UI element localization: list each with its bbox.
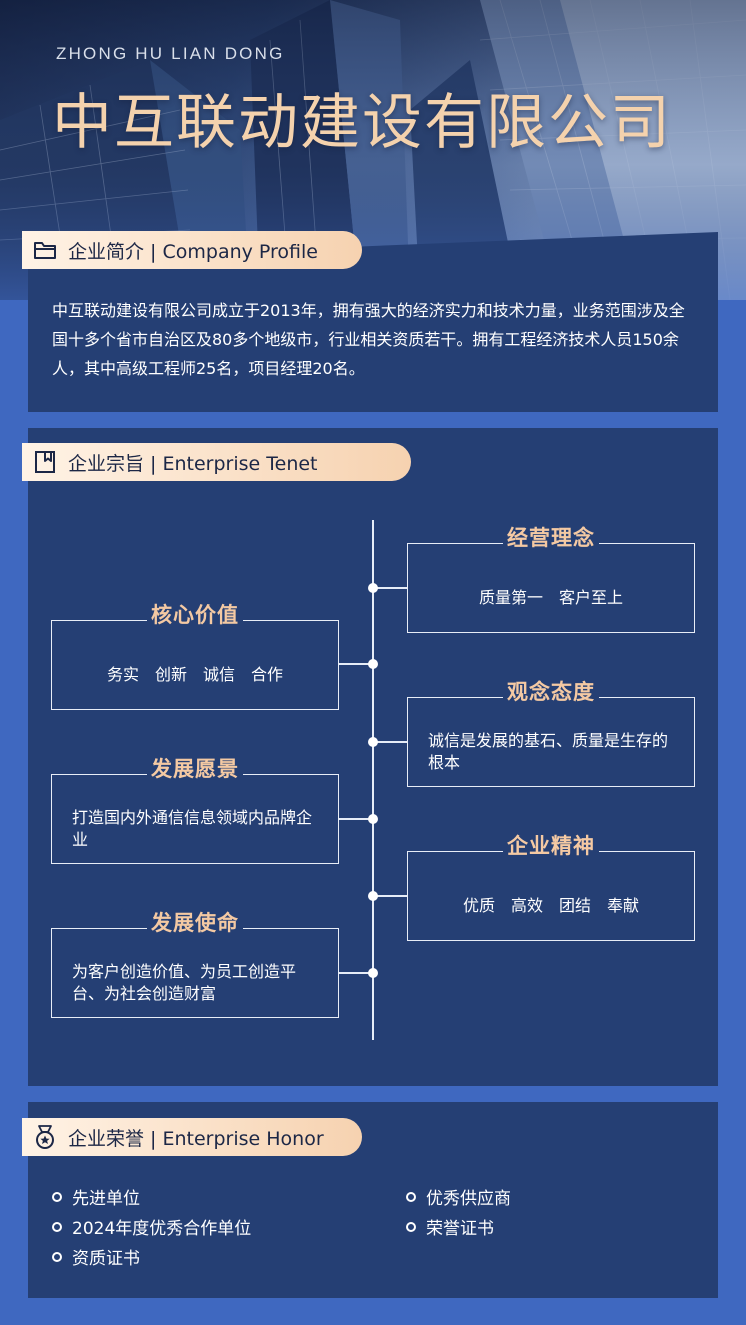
bookmark-icon <box>32 449 58 475</box>
honor-item-label: 荣誉证书 <box>426 1219 494 1239</box>
card-text: 质量第一 客户至上 <box>478 588 623 607</box>
honor-item-label: 优秀供应商 <box>426 1189 511 1209</box>
profile-section-tag: 企业简介 | Company Profile <box>22 231 362 269</box>
timeline-dot <box>368 583 378 593</box>
card-attitude: 观念态度 诚信是发展的基石、质量是生存的根本 <box>407 681 695 787</box>
card-title: 核心价值 <box>147 604 243 626</box>
folder-icon <box>32 237 58 263</box>
card-title: 发展使命 <box>147 912 243 934</box>
connector-mission <box>338 972 373 974</box>
honor-item: 荣誉证书 <box>406 1214 494 1239</box>
honor-item: 先进单位 <box>52 1184 140 1209</box>
card-title: 发展愿景 <box>147 758 243 780</box>
company-title: 中互联动建设有限公司 <box>52 88 672 158</box>
card-title: 观念态度 <box>503 681 599 703</box>
card-enterprise-spirit: 企业精神 优质 高效 团结 奉献 <box>407 835 695 941</box>
timeline-dot <box>368 737 378 747</box>
card-mission: 发展使命 为客户创造价值、为员工创造平台、为社会创造财富 <box>51 912 339 1018</box>
honor-tag-label: 企业荣誉 | Enterprise Honor <box>68 1127 324 1150</box>
timeline-dot <box>368 891 378 901</box>
honor-item: 优秀供应商 <box>406 1184 511 1209</box>
timeline-axis <box>372 520 374 1040</box>
honor-item: 2024年度优秀合作单位 <box>52 1214 251 1239</box>
honor-item-label: 资质证书 <box>72 1249 140 1269</box>
honor-item: 资质证书 <box>52 1244 140 1269</box>
profile-text: 中互联动建设有限公司成立于2013年，拥有强大的经济实力和技术力量，业务范围涉及… <box>52 301 685 378</box>
hero-banner: ZHONG HU LIAN DONG 中互联动建设有限公司 <box>0 0 746 300</box>
connector-vision <box>338 818 373 820</box>
card-text: 打造国内外通信信息领域内品牌企业 <box>72 808 313 849</box>
card-core-values: 核心价值 务实 创新 诚信 合作 <box>51 604 339 710</box>
honor-item-label: 先进单位 <box>72 1189 140 1209</box>
bullet-icon <box>406 1191 416 1202</box>
connector-attitude <box>373 741 407 743</box>
timeline-dot <box>368 659 378 669</box>
medal-icon <box>32 1124 58 1150</box>
tenet-tag-label: 企业宗旨 | Enterprise Tenet <box>68 452 318 475</box>
card-vision: 发展愿景 打造国内外通信信息领域内品牌企业 <box>51 758 339 864</box>
hero-subtitle: ZHONG HU LIAN DONG <box>56 44 285 63</box>
tenet-section-tag: 企业宗旨 | Enterprise Tenet <box>22 443 411 481</box>
card-title: 企业精神 <box>503 835 599 857</box>
honor-item-label: 2024年度优秀合作单位 <box>72 1219 252 1239</box>
profile-tag-label: 企业简介 | Company Profile <box>68 240 318 263</box>
connector-core <box>338 663 373 665</box>
card-business-philosophy: 经营理念 质量第一 客户至上 <box>407 527 695 633</box>
bullet-icon <box>406 1221 416 1232</box>
card-text: 诚信是发展的基石、质量是生存的根本 <box>428 731 669 772</box>
bullet-icon <box>52 1221 62 1232</box>
connector-business <box>373 587 407 589</box>
bullet-icon <box>52 1251 62 1262</box>
card-title: 经营理念 <box>503 527 599 549</box>
timeline-dot <box>368 814 378 824</box>
card-text: 优质 高效 团结 奉献 <box>462 896 639 915</box>
timeline-dot <box>368 968 378 978</box>
connector-spirit <box>373 895 407 897</box>
honor-section-tag: 企业荣誉 | Enterprise Honor <box>22 1118 362 1156</box>
card-text: 务实 创新 诚信 合作 <box>106 665 283 684</box>
card-text: 为客户创造价值、为员工创造平台、为社会创造财富 <box>72 962 297 1003</box>
bullet-icon <box>52 1191 62 1202</box>
